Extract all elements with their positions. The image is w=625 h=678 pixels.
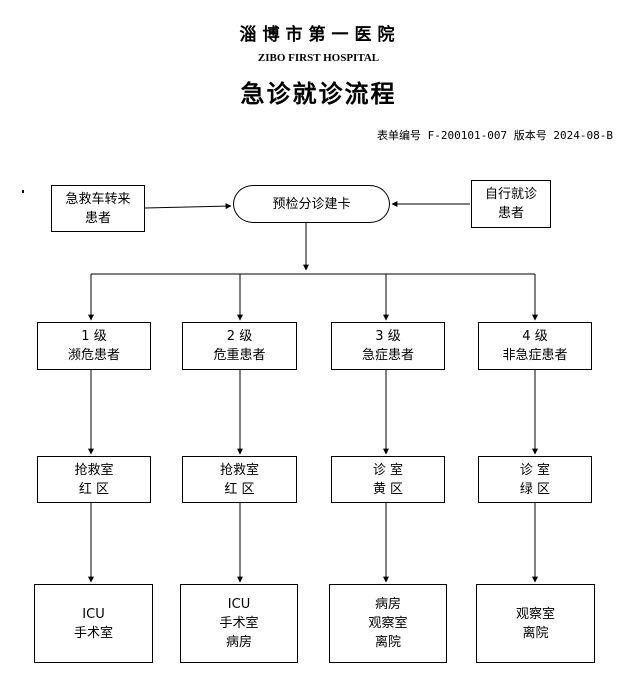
box-line: 非急症患者 bbox=[502, 348, 568, 363]
box-line: 红 区 bbox=[224, 481, 255, 497]
level-1-area-box: 抢救室 红 区 bbox=[37, 456, 151, 503]
form-info: 表单编号 F-200101-007 版本号 2024-08-B bbox=[377, 129, 613, 142]
box-line: 病房 bbox=[374, 597, 401, 612]
box-line: 急症患者 bbox=[361, 348, 414, 363]
self-visit-patient-box: 自行就诊 患者 bbox=[471, 180, 551, 228]
box-line: 黄 区 bbox=[372, 481, 404, 497]
box-line: 4 级 bbox=[522, 329, 548, 344]
stray-mark bbox=[22, 190, 24, 193]
box-line: 离院 bbox=[522, 625, 549, 641]
box-line: 抢救室 bbox=[74, 462, 114, 478]
box-line: 患者 bbox=[84, 210, 111, 226]
box-line: 观察室 bbox=[368, 616, 408, 631]
box-line: 危重患者 bbox=[213, 348, 266, 363]
arrow-ambulance-to-triage bbox=[144, 203, 232, 210]
box-line: 自行就诊 bbox=[484, 187, 537, 202]
box-line: 观察室 bbox=[515, 606, 555, 622]
level-4-dest-box: 观察室 离院 bbox=[476, 584, 595, 663]
box-line: 诊 室 bbox=[519, 462, 551, 478]
level-2-box: 2 级 危重患者 bbox=[182, 322, 297, 370]
box-line: 1 级 bbox=[81, 329, 107, 344]
box-line: 绿 区 bbox=[519, 481, 551, 497]
triage-node: 预检分诊建卡 bbox=[233, 185, 390, 223]
box-line: 红 区 bbox=[78, 481, 110, 497]
box-line: 预检分诊建卡 bbox=[272, 196, 351, 212]
box-line: ICU bbox=[82, 606, 105, 622]
box-line: 2 级 bbox=[226, 329, 253, 344]
box-line: 手术室 bbox=[73, 625, 113, 641]
level-2-dest-box: ICU 手术室 病房 bbox=[180, 584, 298, 663]
level-1-dest-box: ICU 手术室 bbox=[34, 584, 153, 663]
box-line: 病房 bbox=[225, 635, 252, 650]
box-line: 手术室 bbox=[219, 616, 259, 631]
box-line: 离院 bbox=[374, 635, 401, 650]
box-line: 抢救室 bbox=[219, 462, 259, 478]
level-3-area-box: 诊 室 黄 区 bbox=[331, 456, 445, 503]
box-line: 濒危患者 bbox=[67, 348, 120, 363]
page-title: 急诊就诊流程 bbox=[240, 79, 397, 108]
box-line: 患者 bbox=[497, 206, 524, 221]
hospital-name: 淄博市第一医院 bbox=[239, 25, 401, 45]
box-line: 急救车转来 bbox=[65, 191, 131, 207]
level-3-box: 3 级 急症患者 bbox=[331, 322, 445, 370]
level-4-box: 4 级 非急症患者 bbox=[478, 322, 592, 370]
level-4-area-box: 诊 室 绿 区 bbox=[478, 456, 592, 503]
box-line: 3 级 bbox=[375, 329, 401, 344]
ambulance-patient-box: 急救车转来 患者 bbox=[51, 185, 145, 232]
box-line: ICU bbox=[227, 597, 251, 612]
level-2-area-box: 抢救室 红 区 bbox=[182, 456, 297, 503]
level-3-dest-box: 病房 观察室 离院 bbox=[329, 584, 447, 663]
box-line: 诊 室 bbox=[372, 462, 404, 478]
hospital-name-en: ZIBO FIRST HOSPITAL bbox=[257, 52, 380, 64]
level-1-box: 1 级 濒危患者 bbox=[37, 322, 151, 370]
